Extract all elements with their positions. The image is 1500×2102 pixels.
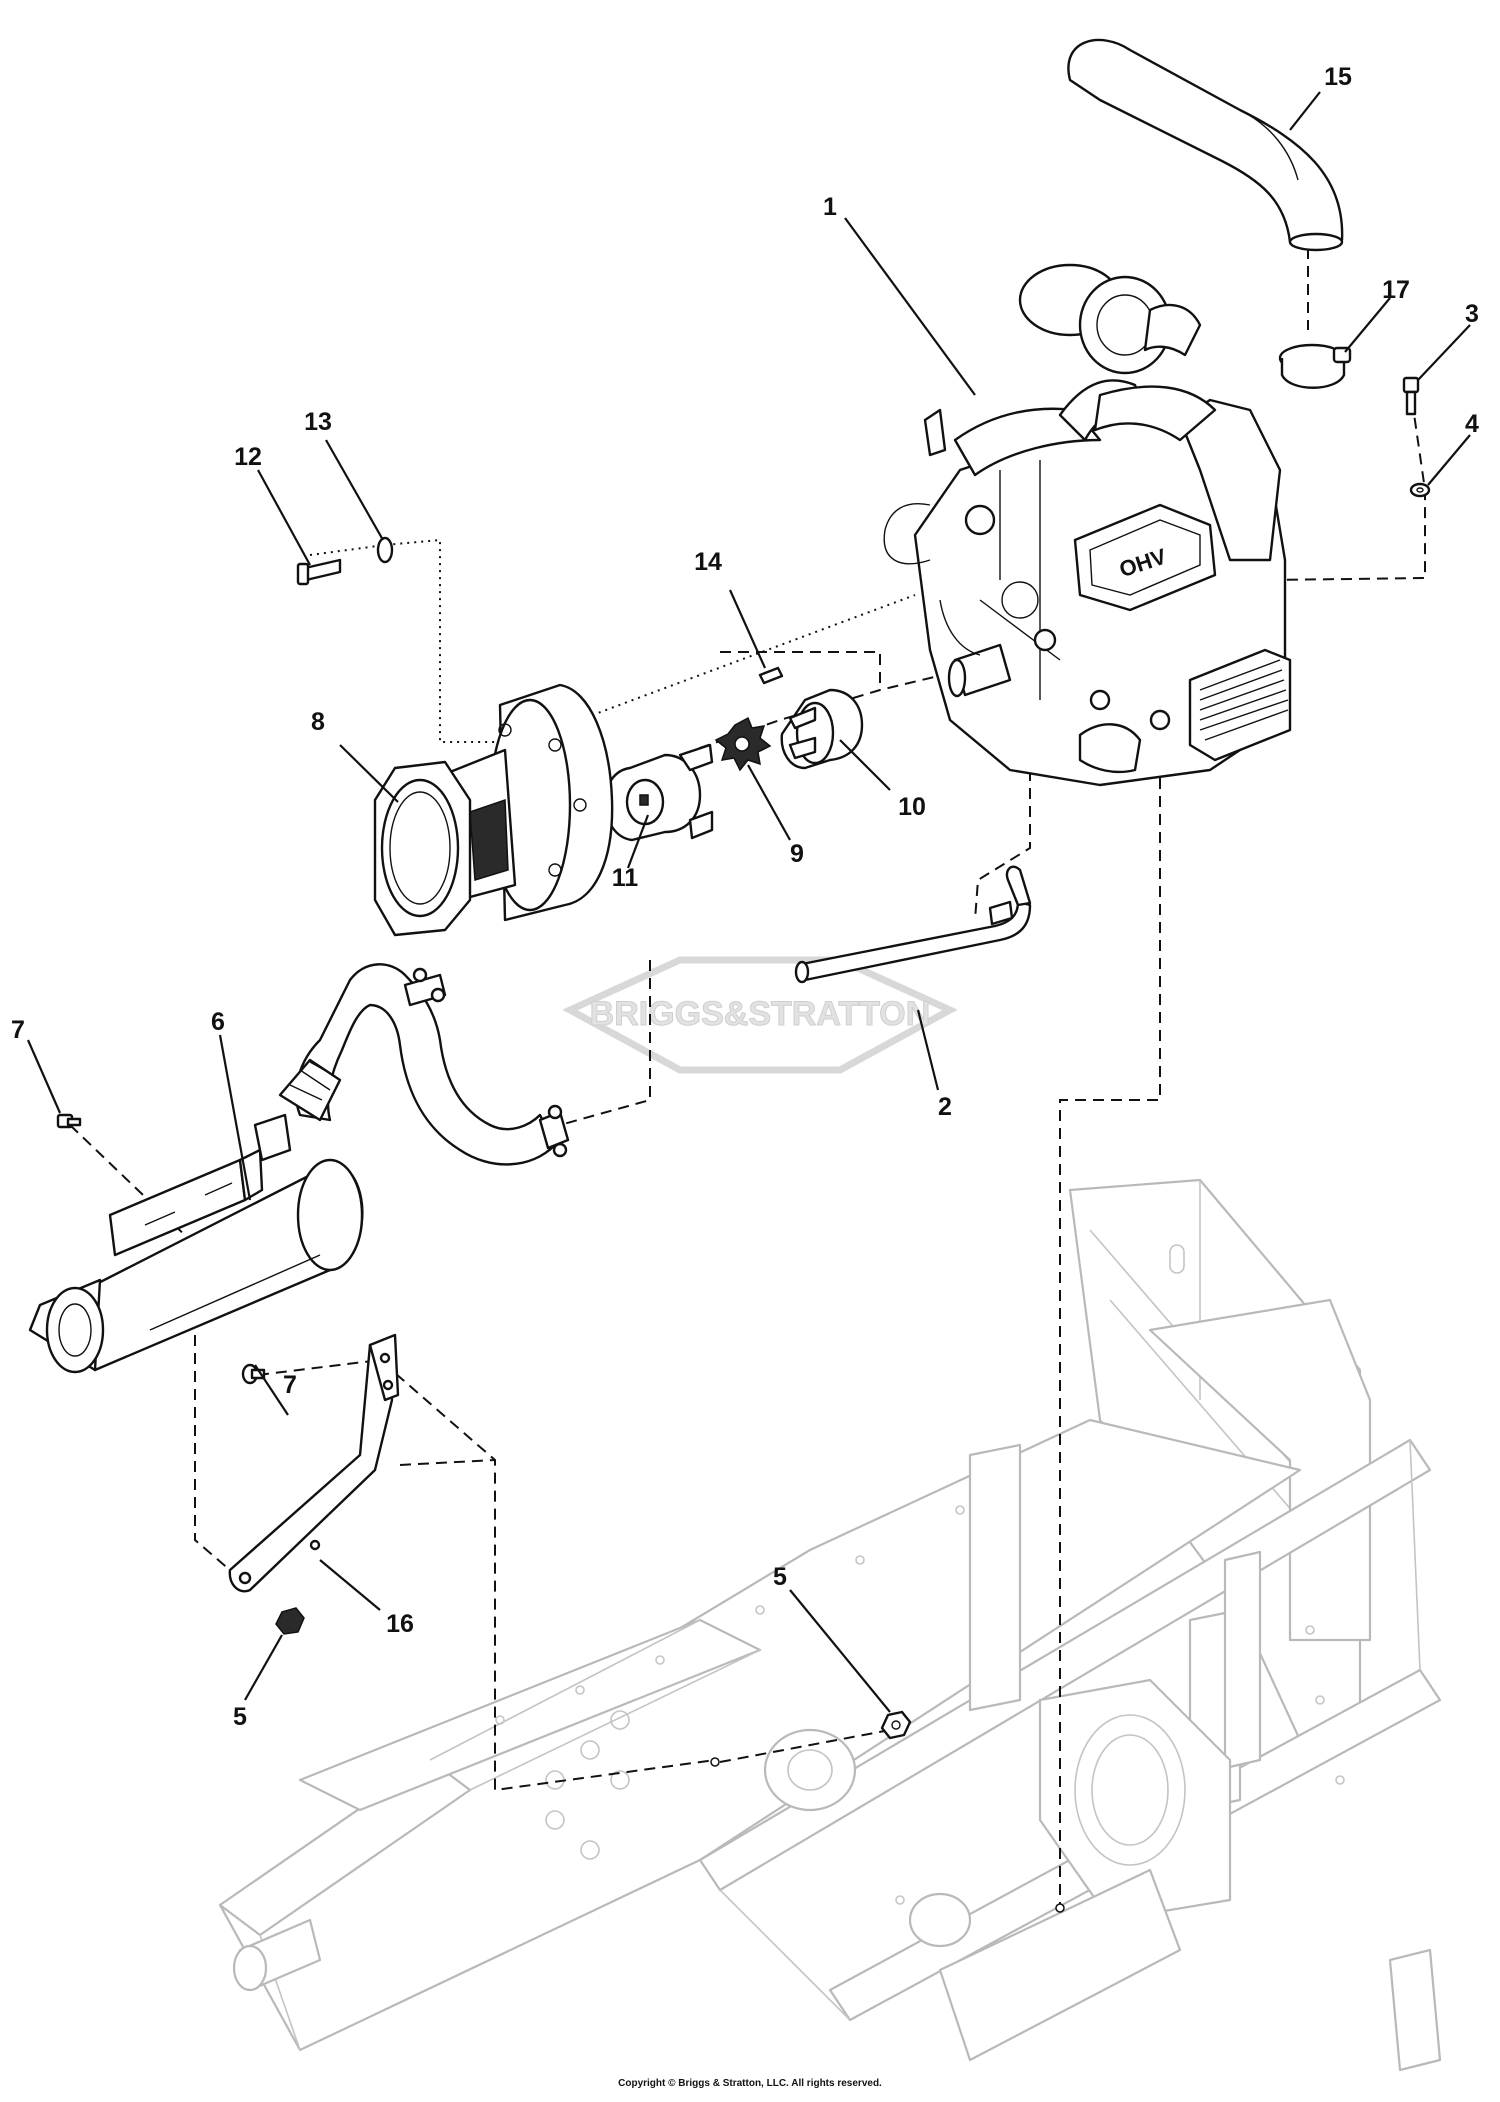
pump-mount-housing [373, 683, 614, 937]
frame-mount-point [1055, 1903, 1065, 1913]
engine-washer [1409, 482, 1431, 498]
callout-12: 12 [234, 443, 262, 471]
briggs-stratton-watermark: BRIGGS&STRATTON [562, 956, 958, 1074]
coupling-spider [714, 716, 772, 772]
callout-6: 6 [211, 1008, 225, 1036]
callout-3: 3 [1465, 300, 1479, 328]
leader-lines [26, 91, 1471, 1713]
callout-14: 14 [694, 548, 722, 576]
callout-13: 13 [304, 408, 332, 436]
mount-washer [376, 536, 394, 564]
callout-9: 9 [790, 840, 804, 868]
callout-10: 10 [898, 793, 926, 821]
callout-labels: 1 2 3 4 5 5 6 7 7 8 9 10 11 12 13 14 15 … [11, 63, 1479, 1731]
shaft-key [758, 666, 784, 685]
callout-8: 8 [311, 708, 325, 736]
muffler-bracket [228, 1333, 400, 1593]
muffler-bolt-upper [56, 1113, 82, 1129]
mower-frame [218, 1178, 1442, 2072]
copyright-notice: Copyright © Briggs & Stratton, LLC. All … [618, 2078, 882, 2089]
callout-7-muffler-bolt: 7 [11, 1016, 25, 1044]
callout-5-frame-nut: 5 [773, 1563, 787, 1591]
muffler-assembly [28, 963, 570, 1374]
nut-bracket [275, 1607, 305, 1635]
engine-bolt [1402, 376, 1420, 416]
watermark-text: BRIGGS&STRATTON [590, 995, 931, 1033]
callout-2: 2 [938, 1093, 952, 1121]
callout-4: 4 [1465, 410, 1479, 438]
intake-hose [1067, 38, 1344, 252]
callout-16: 16 [386, 1610, 414, 1638]
hose-clamp [1278, 343, 1352, 389]
callout-11: 11 [612, 864, 639, 892]
frame-mount-point-left [710, 1757, 720, 1767]
callout-15: 15 [1324, 63, 1352, 91]
hose-2 [794, 865, 1032, 984]
engine-assembly: OHV [883, 263, 1292, 787]
callout-5-bracket-nut: 5 [233, 1703, 247, 1731]
callout-1: 1 [823, 193, 837, 221]
callout-7-bracket-bolt: 7 [283, 1371, 297, 1399]
coupling-half-engine [780, 688, 864, 770]
nut-frame [880, 1710, 912, 1740]
callout-17: 17 [1382, 276, 1410, 304]
mount-bolt [296, 558, 342, 586]
coupling-half-pump [603, 743, 714, 842]
